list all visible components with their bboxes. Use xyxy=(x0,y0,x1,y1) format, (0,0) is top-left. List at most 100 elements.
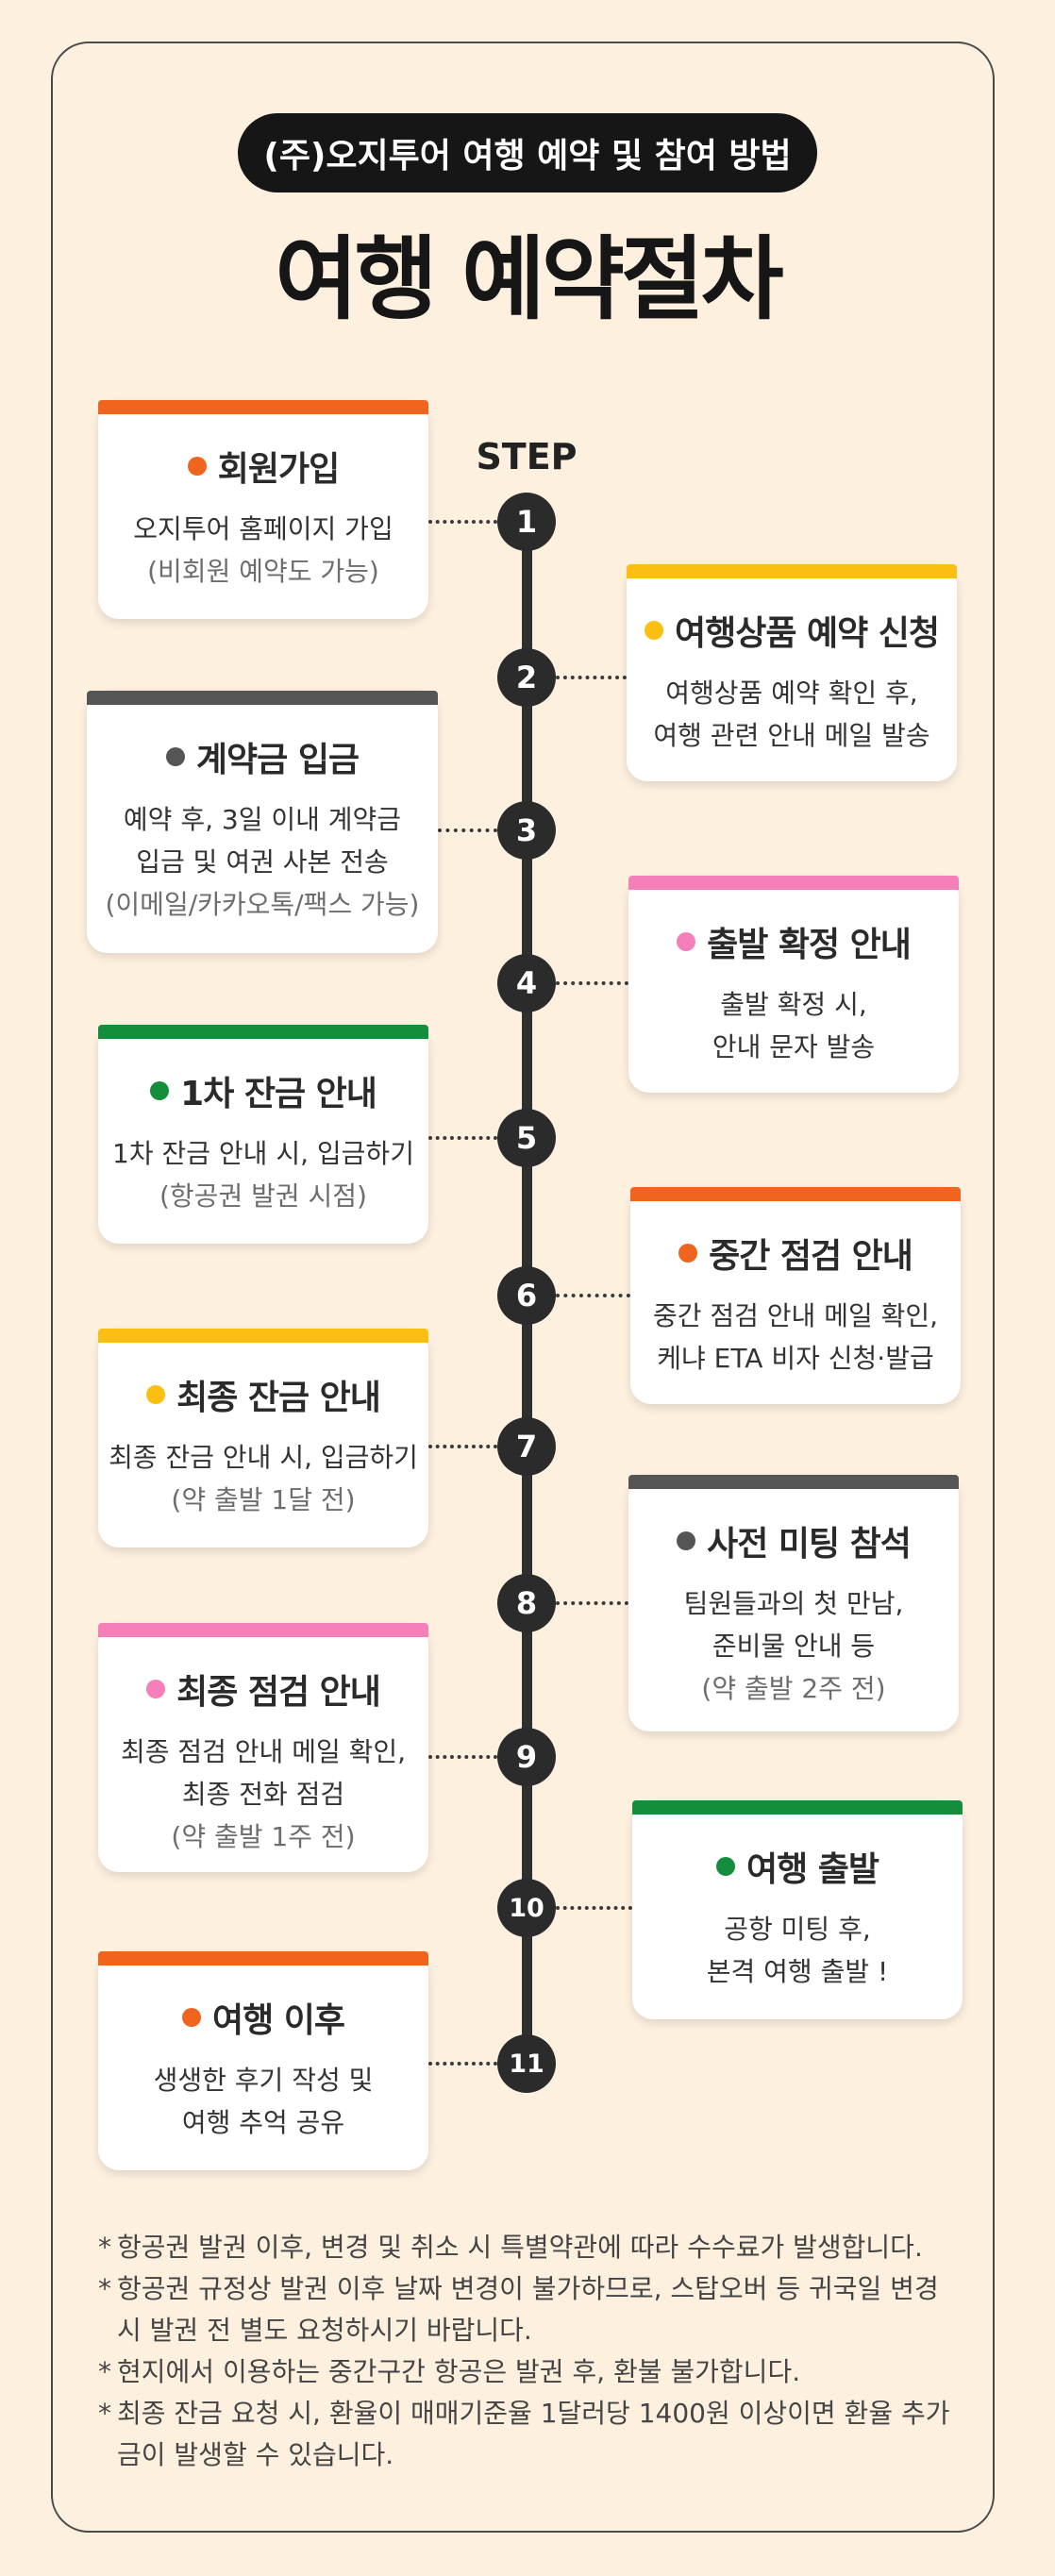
step-title: 여행 출발 xyxy=(632,1842,963,1891)
step-node: 11 xyxy=(497,2034,556,2093)
step-note: (약 출발 2주 전) xyxy=(701,1673,886,1704)
bullet-dot-icon xyxy=(181,2008,201,2027)
step-description: 1차 잔금 안내 시, 입금하기 xyxy=(112,1138,414,1169)
connector-dots xyxy=(556,981,628,985)
step-label: STEP xyxy=(476,436,578,477)
card-color-bar xyxy=(87,691,438,705)
step-title: 계약금 입금 xyxy=(87,732,438,781)
card-color-bar xyxy=(98,1623,428,1637)
connector-dots xyxy=(556,1294,630,1297)
step-title-text: 여행 이후 xyxy=(211,2001,345,2040)
step-description: 여행상품 예약 확인 후, xyxy=(665,677,918,709)
step-node: 3 xyxy=(497,801,556,860)
step-description: 최종 점검 안내 메일 확인, xyxy=(120,1736,407,1767)
step-title-text: 사전 미팅 참석 xyxy=(707,1525,912,1564)
step-title-text: 1차 잔금 안내 xyxy=(180,1075,377,1113)
footnote: *항공권 규정상 발권 이후 날짜 변경이 불가하므로, 스탑오버 등 귀국일 … xyxy=(98,2273,939,2346)
step-description: 최종 잔금 안내 시, 입금하기 xyxy=(109,1442,418,1473)
card-color-bar xyxy=(98,1951,428,1965)
card-color-bar xyxy=(98,1025,428,1039)
footnote: *항공권 발권 이후, 변경 및 취소 시 특별약관에 따라 수수료가 발생합니… xyxy=(98,2232,923,2263)
step-description: 입금 및 여권 사본 전송 xyxy=(136,846,389,878)
connector-dots xyxy=(556,676,627,679)
step-node: 1 xyxy=(497,493,556,551)
bullet-dot-icon xyxy=(644,621,663,640)
step-node: 2 xyxy=(497,648,556,707)
step-title: 1차 잔금 안내 xyxy=(98,1066,428,1115)
step-description: 출발 확정 시, xyxy=(720,989,867,1020)
connector-dots xyxy=(556,1601,628,1605)
step-note: (비회원 예약도 가능) xyxy=(147,556,379,587)
step-title-text: 여행 출발 xyxy=(745,1850,879,1889)
bullet-dot-icon xyxy=(677,932,696,951)
step-description: 여행 추억 공유 xyxy=(181,2107,345,2138)
bullet-dot-icon xyxy=(715,1857,735,1876)
step-description: 팀원들과의 첫 만남, xyxy=(683,1588,904,1619)
card-color-bar xyxy=(628,876,959,890)
step-description: 최종 전화 점검 xyxy=(181,1779,345,1810)
step-note: (약 출발 1주 전) xyxy=(171,1821,356,1852)
step-description: 생생한 후기 작성 및 xyxy=(153,2065,374,2096)
step-node: 7 xyxy=(497,1417,556,1476)
footnote: *현지에서 이용하는 중간구간 항공은 발권 후, 환불 불가합니다. xyxy=(98,2356,801,2387)
header-badge: (주)오지투어 여행 예약 및 참여 방법 xyxy=(238,113,817,192)
outer-frame xyxy=(51,42,995,2533)
footnotes: *항공권 발권 이후, 변경 및 취소 시 특별약관에 따라 수수료가 발생합니… xyxy=(98,2227,966,2476)
step-title-text: 최종 점검 안내 xyxy=(176,1673,381,1712)
step-title: 여행 이후 xyxy=(98,1993,428,2042)
step-node: 9 xyxy=(497,1728,556,1786)
card-color-bar xyxy=(627,564,957,578)
card-color-bar xyxy=(632,1800,963,1815)
bullet-dot-icon xyxy=(150,1081,170,1100)
bullet-dot-icon xyxy=(678,1244,698,1263)
step-description: 중간 점검 안내 메일 확인, xyxy=(652,1300,939,1331)
connector-dots xyxy=(428,2062,497,2066)
footnote: *최종 잔금 요청 시, 환율이 매매기준율 1달러당 1400원 이상이면 환… xyxy=(98,2398,950,2470)
step-description: 준비물 안내 등 xyxy=(712,1631,876,1662)
step-title-text: 중간 점검 안내 xyxy=(709,1237,913,1276)
step-title: 사전 미팅 참석 xyxy=(628,1516,959,1565)
step-description: 공항 미팅 후, xyxy=(724,1914,871,1945)
step-description: 케냐 ETA 비자 신청·발급 xyxy=(657,1343,934,1374)
step-note: (항공권 발권 시점) xyxy=(159,1180,367,1212)
step-description: 여행 관련 안내 메일 발송 xyxy=(653,720,930,751)
card-color-bar xyxy=(628,1475,959,1489)
connector-dots xyxy=(438,828,497,832)
step-title-text: 계약금 입금 xyxy=(195,741,360,779)
bullet-dot-icon xyxy=(146,1385,166,1404)
step-title-text: 여행상품 예약 신청 xyxy=(674,614,940,653)
step-description: 오지투어 홈페이지 가입 xyxy=(133,513,394,544)
card-color-bar xyxy=(98,400,428,414)
page-title: 여행 예약절차 xyxy=(275,226,783,332)
step-description: 예약 후, 3일 이내 계약금 xyxy=(123,804,402,835)
step-title: 여행상품 예약 신청 xyxy=(627,606,957,655)
step-description: 본격 여행 출발 ! xyxy=(706,1956,889,1987)
step-node: 5 xyxy=(497,1109,556,1167)
step-note: (이메일/카카오톡/팩스 가능) xyxy=(105,889,420,920)
step-title-text: 최종 잔금 안내 xyxy=(176,1379,381,1417)
step-node: 6 xyxy=(497,1266,556,1325)
connector-dots xyxy=(556,1906,632,1910)
card-color-bar xyxy=(98,1329,428,1343)
step-title: 출발 확정 안내 xyxy=(628,917,959,966)
bullet-dot-icon xyxy=(677,1531,696,1550)
step-note: (약 출발 1달 전) xyxy=(171,1484,356,1515)
step-node: 8 xyxy=(497,1574,556,1632)
step-title-text: 출발 확정 안내 xyxy=(707,926,912,964)
card-color-bar xyxy=(630,1187,961,1201)
step-node: 4 xyxy=(497,954,556,1012)
step-title: 최종 점검 안내 xyxy=(98,1664,428,1714)
connector-dots xyxy=(428,1136,497,1140)
bullet-dot-icon xyxy=(165,747,185,766)
step-title: 회원가입 xyxy=(98,442,428,491)
step-title-text: 회원가입 xyxy=(217,450,340,489)
step-node: 10 xyxy=(497,1879,556,1937)
step-title: 중간 점검 안내 xyxy=(630,1229,961,1278)
